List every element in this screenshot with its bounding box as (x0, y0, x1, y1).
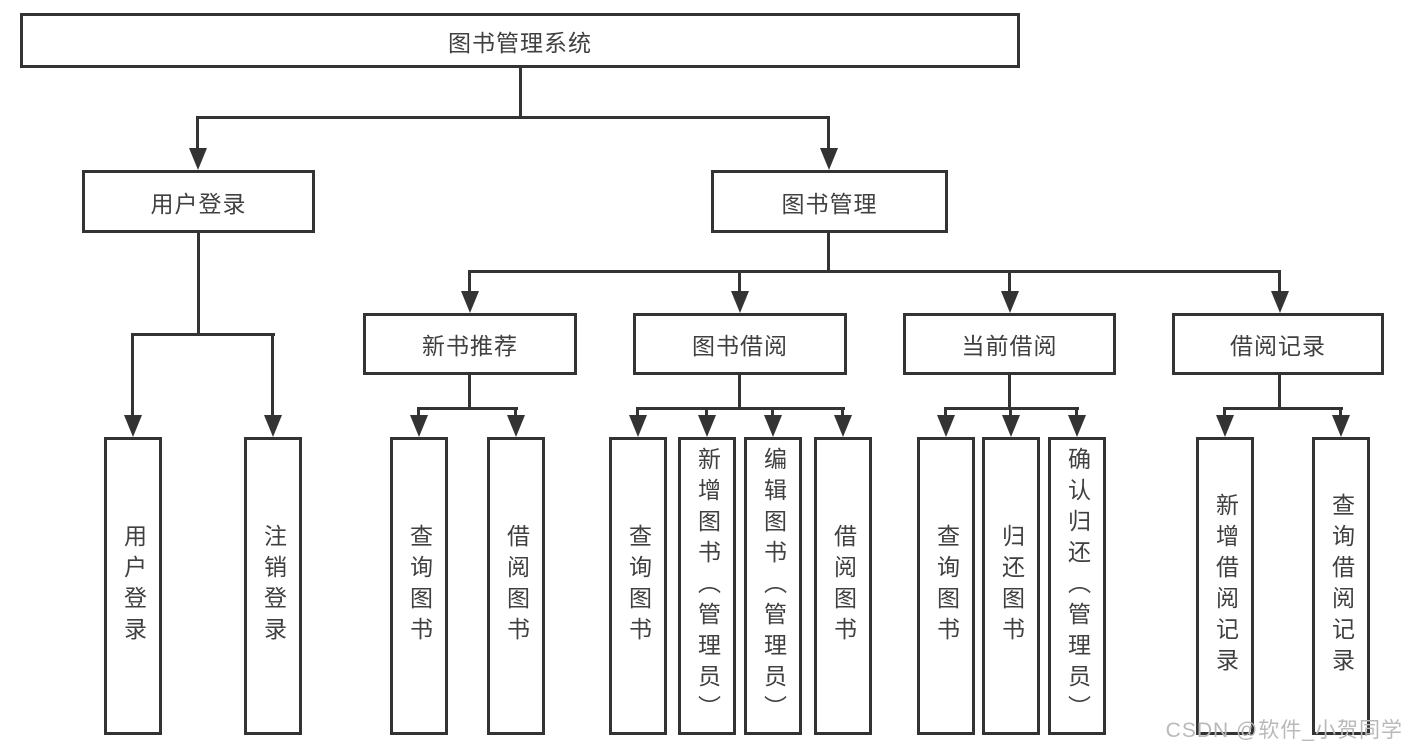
leaf-cb-return-books: 归还图书 (982, 437, 1040, 735)
connector-drop-bb-borrow (841, 407, 844, 419)
node-root-label: 图书管理系统 (448, 29, 592, 56)
arrow-down-icon (507, 415, 525, 437)
leaf-bb-query-books-label: 查询图书 (625, 524, 652, 648)
connector-drop-user-login (196, 116, 199, 150)
connector-userlogin-branch (131, 333, 275, 336)
arrow-down-icon (937, 415, 955, 437)
arrow-down-icon (1068, 415, 1086, 437)
leaf-user-login: 用户登录 (104, 437, 162, 735)
connector-drop-leaf-logout (271, 333, 274, 419)
connector-drop-book-mgmt (827, 116, 830, 150)
leaf-bb-borrow-books: 借阅图书 (814, 437, 872, 735)
leaf-bb-add-books: 新增图书（管理员） (678, 437, 736, 735)
arrow-down-icon (698, 415, 716, 437)
leaf-bb-add-books-label: 新增图书（管理员） (694, 446, 721, 726)
connector-drop-cb-return (1009, 407, 1012, 419)
leaf-cb-query-books-label: 查询图书 (933, 524, 960, 648)
connector-drop-bb-query (636, 407, 639, 419)
connector-drop-nbr-query (417, 407, 420, 419)
arrow-down-icon (834, 415, 852, 437)
connector-bookmgmt-branch (468, 270, 1281, 273)
connector-bookmgmt-stem (827, 233, 830, 273)
arrow-down-icon (1001, 291, 1019, 313)
arrow-down-icon (629, 415, 647, 437)
connector-userlogin-stem (197, 233, 200, 335)
connector-cb-stem (1008, 375, 1011, 409)
arrow-down-icon (461, 291, 479, 313)
leaf-nbr-borrow-books-label: 借阅图书 (503, 524, 530, 648)
arrow-down-icon (731, 291, 749, 313)
connector-br-stem (1278, 375, 1281, 409)
connector-drop-borrow-records (1278, 270, 1281, 294)
leaf-logout-label: 注销登录 (260, 524, 287, 648)
connector-root-stem (519, 68, 522, 118)
leaf-nbr-query-books-label: 查询图书 (406, 524, 433, 648)
connector-root-branch (196, 116, 830, 119)
node-new-book-rec: 新书推荐 (363, 313, 577, 375)
arrow-down-icon (1271, 291, 1289, 313)
connector-drop-nbr-borrow (514, 407, 517, 419)
connector-nbr-stem (468, 375, 471, 409)
connector-drop-cb-query (944, 407, 947, 419)
node-book-borrow: 图书借阅 (633, 313, 847, 375)
arrow-down-icon (189, 148, 207, 170)
connector-drop-leaf-user-login (131, 333, 134, 419)
connector-drop-br-query (1339, 407, 1342, 419)
connector-bb-branch (636, 407, 845, 410)
node-borrow-records-label: 借阅记录 (1230, 333, 1326, 359)
leaf-bb-edit-books-label: 编辑图书（管理员） (760, 446, 787, 726)
node-user-login: 用户登录 (82, 170, 315, 233)
connector-drop-bb-edit (771, 407, 774, 419)
arrow-down-icon (1002, 415, 1020, 437)
leaf-br-query-record-label: 查询借阅记录 (1328, 493, 1355, 679)
connector-drop-br-add (1223, 407, 1226, 419)
connector-drop-cb-confirm (1075, 407, 1078, 419)
connector-br-branch (1223, 407, 1343, 410)
leaf-bb-query-books: 查询图书 (609, 437, 667, 735)
leaf-br-add-record-label: 新增借阅记录 (1212, 493, 1239, 679)
connector-drop-new-book-rec (468, 270, 471, 294)
leaf-cb-confirm-return-label: 确认归还（管理员） (1064, 446, 1091, 726)
watermark: CSDN @软件_小贺同学 (1165, 719, 1403, 742)
arrow-down-icon (410, 415, 428, 437)
connector-drop-book-borrow (738, 270, 741, 294)
node-root: 图书管理系统 (20, 13, 1020, 68)
connector-drop-current-borrow (1008, 270, 1011, 294)
node-book-borrow-label: 图书借阅 (692, 333, 788, 359)
arrow-down-icon (124, 415, 142, 437)
connector-bb-stem (738, 375, 741, 409)
arrow-down-icon (1216, 415, 1234, 437)
node-borrow-records: 借阅记录 (1172, 313, 1384, 375)
node-current-borrow-label: 当前借阅 (961, 333, 1058, 359)
leaf-cb-return-books-label: 归还图书 (998, 524, 1025, 648)
leaf-nbr-borrow-books: 借阅图书 (487, 437, 545, 735)
connector-drop-bb-add (705, 407, 708, 419)
leaf-br-add-record: 新增借阅记录 (1196, 437, 1254, 735)
leaf-br-query-record: 查询借阅记录 (1312, 437, 1370, 735)
node-user-login-label: 用户登录 (150, 190, 247, 217)
arrow-down-icon (820, 148, 838, 170)
arrow-down-icon (764, 415, 782, 437)
leaf-bb-edit-books: 编辑图书（管理员） (744, 437, 802, 735)
leaf-nbr-query-books: 查询图书 (390, 437, 448, 735)
leaf-logout: 注销登录 (244, 437, 302, 735)
leaf-cb-query-books: 查询图书 (917, 437, 975, 735)
leaf-bb-borrow-books-label: 借阅图书 (830, 524, 857, 648)
leaf-user-login-label: 用户登录 (120, 524, 147, 648)
leaf-cb-confirm-return: 确认归还（管理员） (1048, 437, 1106, 735)
node-current-borrow: 当前借阅 (903, 313, 1116, 375)
node-new-book-rec-label: 新书推荐 (422, 333, 518, 359)
node-book-mgmt-label: 图书管理 (781, 190, 878, 217)
connector-nbr-branch (417, 407, 518, 410)
arrow-down-icon (264, 415, 282, 437)
node-book-mgmt: 图书管理 (711, 170, 948, 233)
arrow-down-icon (1332, 415, 1350, 437)
